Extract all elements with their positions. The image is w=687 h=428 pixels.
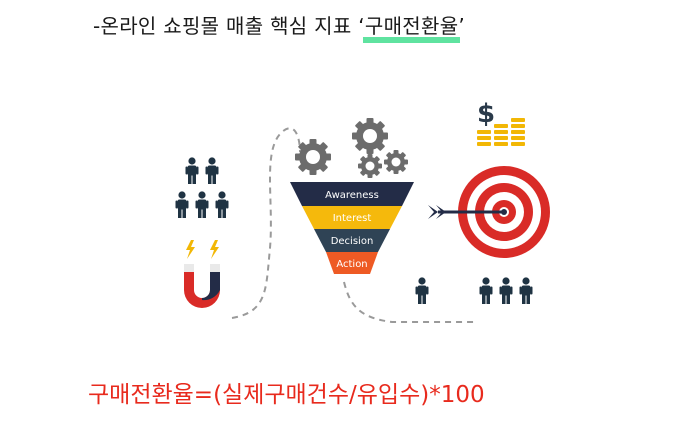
magnet-icon [184,264,220,308]
person-icon [415,277,429,304]
funnel-stage-interest [302,206,402,229]
title-prefix: -온라인 쇼핑몰 매출 핵심 지표 [93,14,359,38]
lightning-icon [186,240,219,259]
money-coins-icon: $ [477,99,525,146]
stage-label-awareness: Awareness [325,190,379,201]
funnel-stage-awareness [290,182,414,206]
stage-label-action: Action [336,259,367,270]
stage-label-decision: Decision [331,236,374,247]
conversion-rate-formula: 구매전환율=(실제구매건수/유입수)*100 [88,382,485,408]
funnel-stage-action [326,252,378,274]
funnel-stage-decision [314,229,390,252]
svg-text:$: $ [477,99,495,129]
arrow-icon [428,205,507,219]
close-quote: ’ [458,14,466,38]
open-quote: ‘ [358,14,365,38]
sales-funnel: Awareness Interest Decision Action [290,182,414,274]
gear-icon [295,118,408,178]
stage-label-interest: Interest [333,213,372,224]
people-group-right-icon [479,277,533,304]
page-title: -온라인 쇼핑몰 매출 핵심 지표 ‘구매전환율’ [93,10,466,43]
people-group-icon [175,157,229,218]
dashed-flow-path [231,127,301,319]
dashed-flow-path-lower [343,281,478,323]
